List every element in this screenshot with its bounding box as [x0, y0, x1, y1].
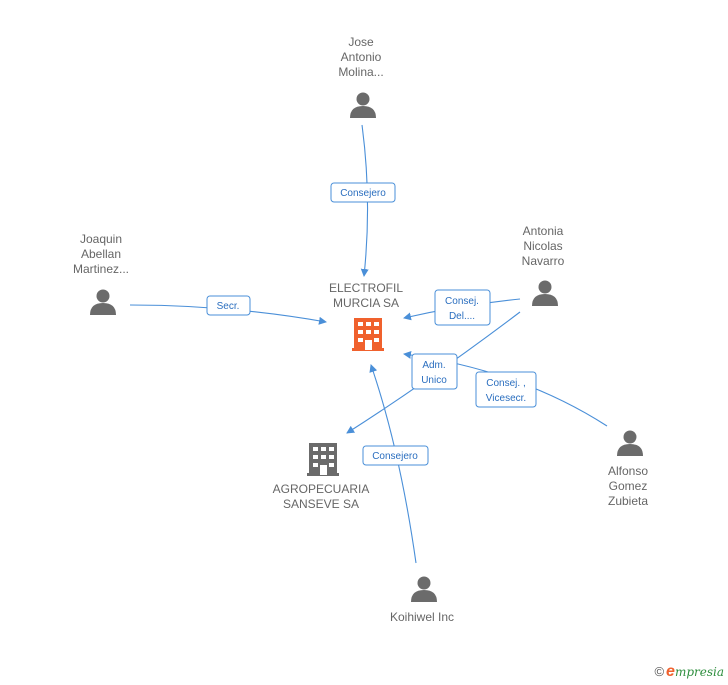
node-label: Zubieta — [608, 494, 648, 508]
node-label: Abellan — [81, 247, 121, 261]
relation-text: Del.... — [449, 311, 475, 322]
node-label: Jose — [348, 35, 374, 49]
node-label: Alfonso — [608, 464, 648, 478]
relation-text: Consejero — [340, 188, 386, 199]
node-label: Navarro — [522, 254, 565, 268]
relation-text: Adm. — [422, 360, 445, 371]
relation-label-antonia-adm-unico: Adm. Unico — [411, 353, 458, 390]
brand-logo-e: e — [666, 663, 675, 680]
person-icon — [532, 280, 558, 306]
node-koihiwel-inc[interactable]: Koihiwel Inc — [390, 576, 454, 625]
node-label: Nicolas — [523, 239, 562, 253]
relation-text: Unico — [421, 375, 447, 386]
relation-text: Consej. — [445, 296, 479, 307]
person-icon — [617, 430, 643, 456]
relation-label-koihiwel-consejero: Consejero — [362, 445, 429, 466]
relation-label-jose-consejero: Consejero — [330, 182, 396, 203]
relation-label-alfonso-consej-vicesecr: Consej. , Vicesecr. — [475, 371, 537, 408]
node-label: SANSEVE SA — [283, 497, 359, 511]
building-icon — [352, 318, 384, 351]
node-jose-antonio-molina[interactable]: Jose Antonio Molina... — [338, 35, 384, 118]
node-label: Molina... — [338, 65, 383, 79]
node-agropecuaria-sanseve[interactable]: AGROPECUARIA SANSEVE SA — [273, 443, 370, 511]
node-label: Martinez... — [73, 262, 129, 276]
relation-label-antonia-consej-del: Consej. Del.... — [434, 289, 491, 326]
node-electrofil-murcia[interactable]: ELECTROFIL MURCIA SA — [329, 281, 403, 351]
person-icon — [350, 92, 376, 118]
node-label: ELECTROFIL — [329, 281, 403, 295]
person-icon — [411, 576, 437, 602]
copyright-brand: ©empresia — [654, 663, 724, 681]
node-joaquin-abellan-martinez[interactable]: Joaquin Abellan Martinez... — [73, 232, 129, 315]
node-antonia-nicolas-navarro[interactable]: Antonia Nicolas Navarro — [522, 224, 565, 306]
node-label: Koihiwel Inc — [390, 610, 454, 624]
copyright-symbol: © — [654, 664, 665, 679]
relation-label-joaquin-secr: Secr. — [206, 295, 251, 316]
person-icon — [90, 289, 116, 315]
node-label: Gomez — [609, 479, 648, 493]
node-alfonso-gomez-zubieta[interactable]: Alfonso Gomez Zubieta — [608, 430, 648, 509]
relation-text: Consej. , — [486, 378, 525, 389]
relation-text: Vicesecr. — [486, 393, 526, 404]
building-icon — [307, 443, 339, 476]
relation-text: Consejero — [372, 451, 418, 462]
node-label: Antonia — [523, 224, 564, 238]
relation-text: Secr. — [217, 301, 240, 312]
node-label: AGROPECUARIA — [273, 482, 370, 496]
node-label: Joaquin — [80, 232, 122, 246]
brand-logo-text: mpresia — [674, 665, 724, 679]
node-label: Antonio — [341, 50, 382, 64]
node-label: MURCIA SA — [333, 296, 399, 310]
